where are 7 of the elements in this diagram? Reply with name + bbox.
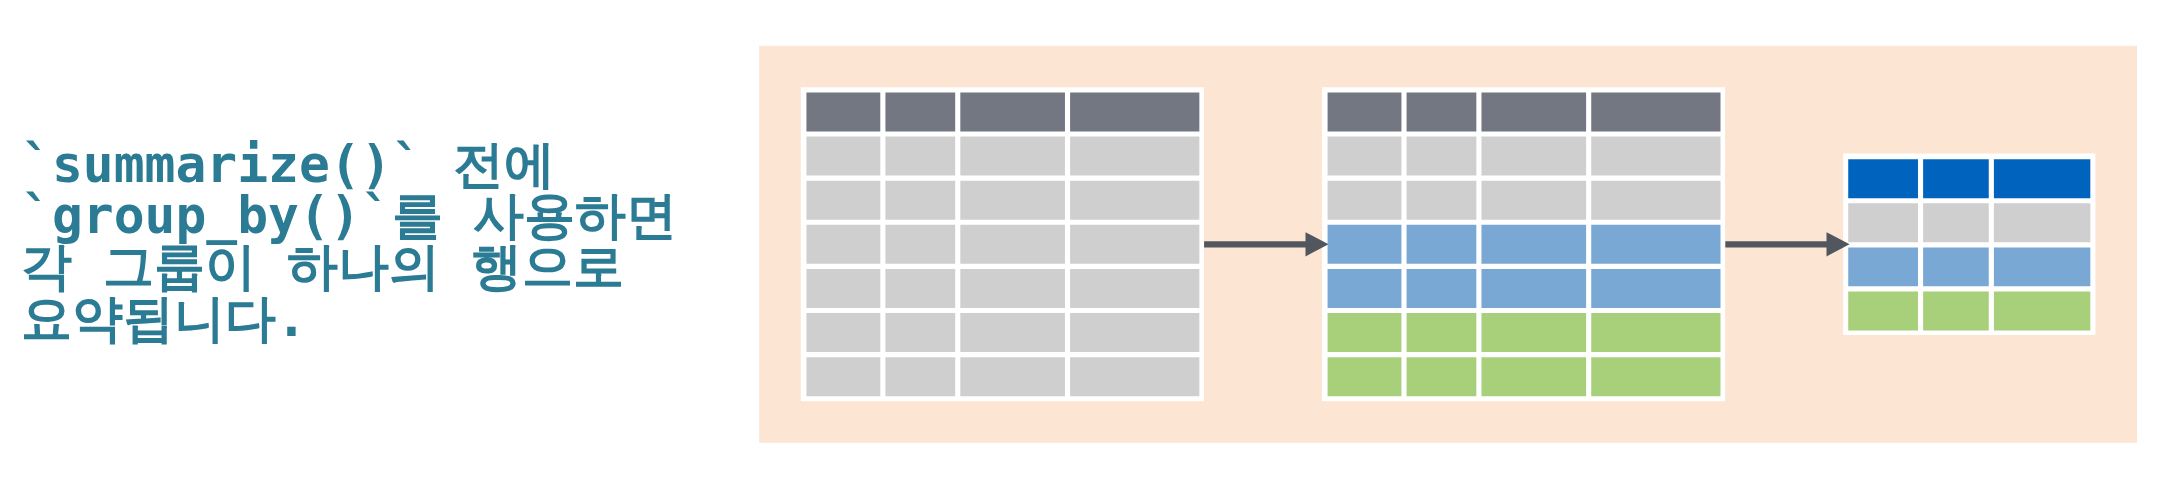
node-table [800,87,1204,402]
label: `summarize()` 전에 `group_by()`를 사용하면 각 그룹이 하나의 행으로 요약됩니다. [21,133,678,348]
arrow [1204,232,1329,257]
cluster [759,45,2137,443]
node-table [1321,87,1726,402]
arrow [1725,232,1850,257]
node-table [1843,153,2096,336]
